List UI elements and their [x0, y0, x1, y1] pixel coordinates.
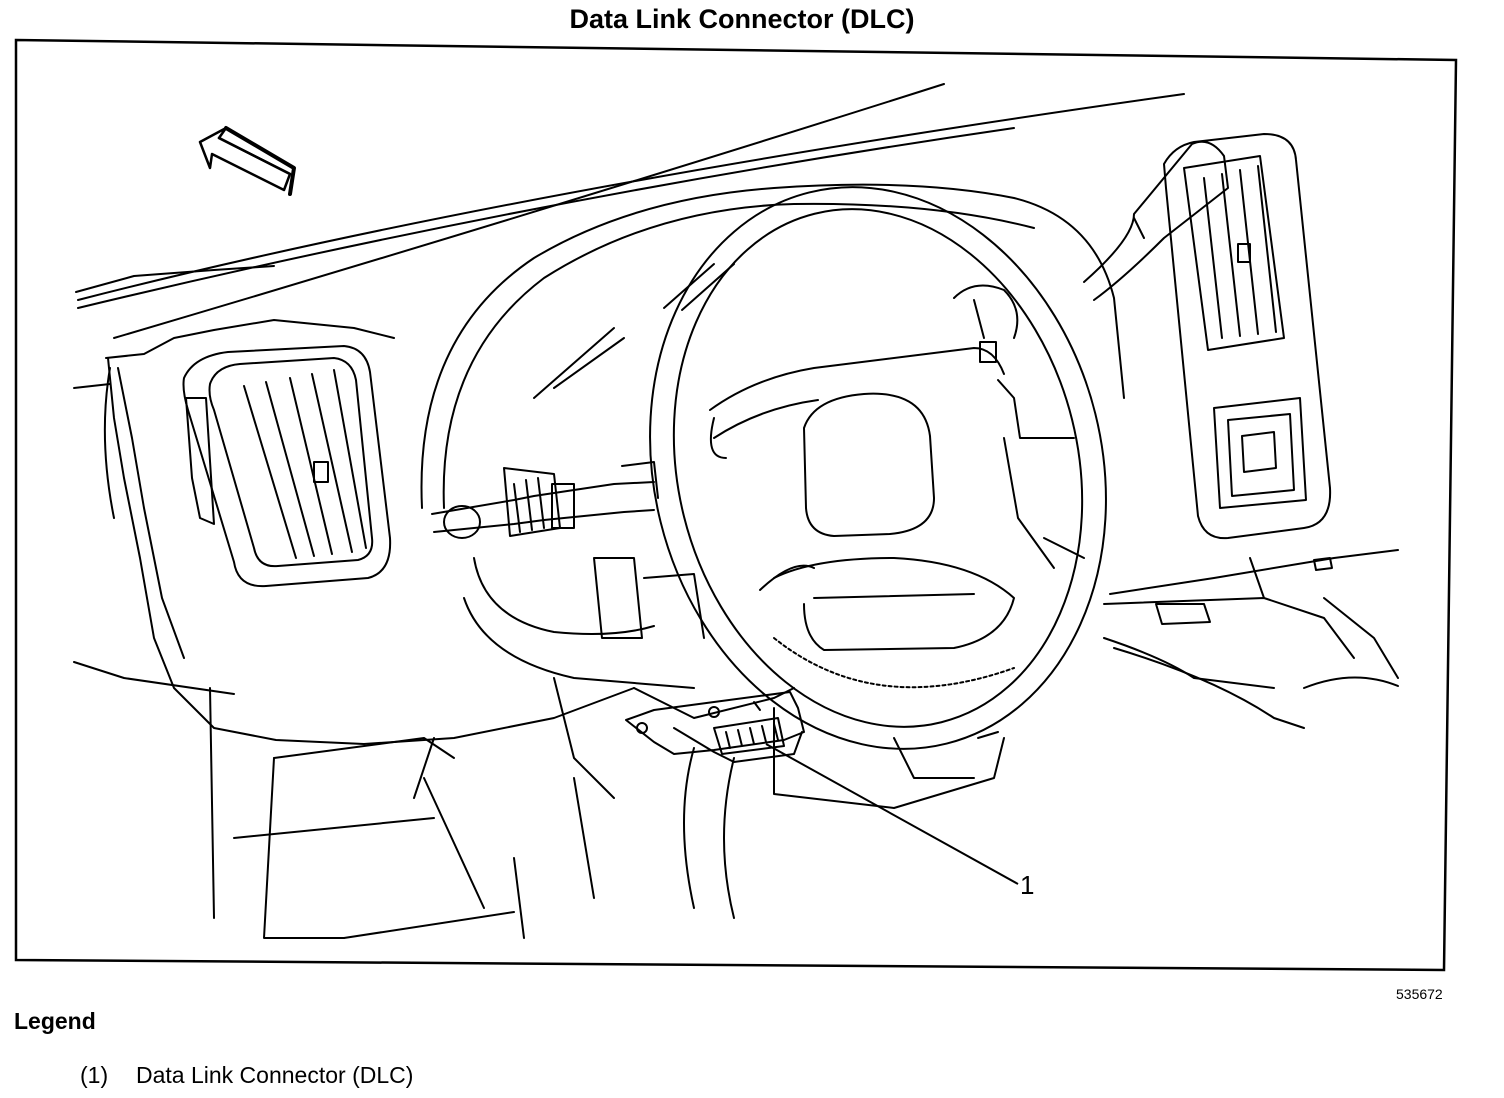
diagram-title: Data Link Connector (DLC) [569, 4, 915, 34]
steering-wheel [649, 186, 1107, 750]
callout-1-leader [765, 743, 1019, 885]
dash-top-line [77, 93, 1185, 301]
right-switch-cavity [1213, 397, 1307, 509]
callout-1-label: 1 [1020, 870, 1034, 900]
left-air-vent [182, 345, 392, 588]
right-floor-vent [1155, 603, 1211, 625]
legend-item-text: Data Link Connector (DLC) [136, 1062, 414, 1088]
legend-heading: Legend [14, 1008, 96, 1034]
steering-hub [803, 392, 935, 537]
dashboard-illustration: 1 [14, 38, 1458, 972]
dlc-connector [625, 691, 805, 763]
figure-id: 535672 [1396, 986, 1443, 1002]
turn-signal-lever [431, 467, 655, 539]
forward-arrow [198, 126, 296, 196]
legend-item-number: (1) [80, 1062, 109, 1088]
frame-border [14, 38, 1458, 972]
dash-top-line-3 [113, 83, 945, 339]
wiper-stalk [1083, 140, 1229, 301]
left-dash-panel [105, 319, 395, 359]
dash-top-line-2 [77, 127, 1015, 309]
legend-item: (1) Data Link Connector (DLC) [80, 1062, 413, 1089]
right-air-vent [1163, 133, 1332, 540]
instrument-cluster-hood [420, 183, 1125, 509]
